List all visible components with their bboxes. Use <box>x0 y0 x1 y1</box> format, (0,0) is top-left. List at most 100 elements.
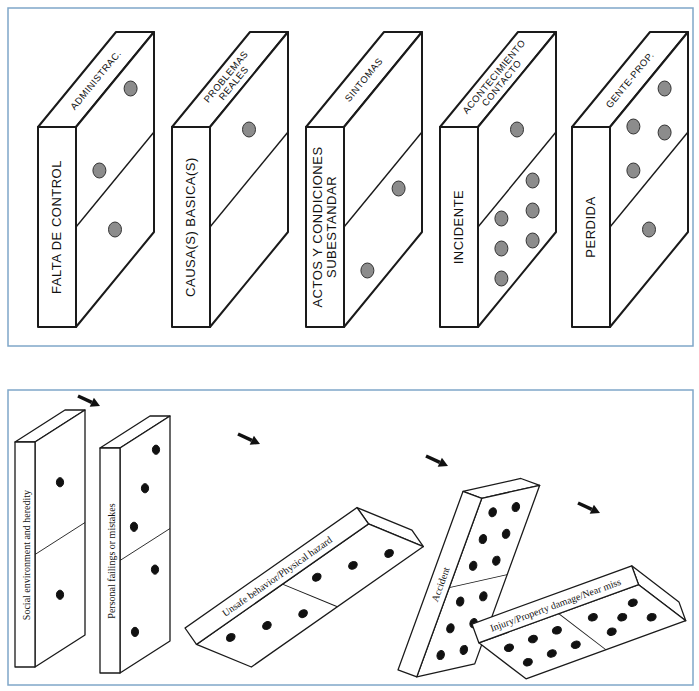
domino-divider <box>449 557 507 604</box>
domino-pip <box>361 263 374 278</box>
domino-pip <box>109 222 122 237</box>
domino-pip <box>495 271 508 286</box>
arrow-shaft <box>578 503 592 509</box>
domino-face <box>572 127 610 327</box>
domino-pip <box>383 548 395 559</box>
domino-face <box>120 416 170 673</box>
domino-label: INCIDENTE <box>452 190 466 265</box>
arrow-shaft <box>426 456 440 462</box>
domino-pip <box>511 502 521 513</box>
label-slot: INCIDENTE <box>443 133 475 321</box>
domino-pip <box>93 163 106 178</box>
domino-pip <box>151 565 158 574</box>
domino-face <box>610 32 688 327</box>
domino-pip <box>491 555 501 566</box>
domino-face <box>35 410 85 667</box>
domino-divider <box>120 529 170 561</box>
domino-face <box>15 442 35 667</box>
domino-face <box>100 448 120 673</box>
domino-pip <box>570 640 581 650</box>
domino-label: FALTA DE CONTROL <box>50 160 64 294</box>
domino-pip <box>297 608 309 619</box>
domino-face <box>440 127 478 327</box>
domino-pip <box>468 560 478 571</box>
domino-pip <box>551 625 562 635</box>
domino-pip <box>643 222 656 237</box>
domino-pip <box>131 627 138 636</box>
domino-pip <box>478 533 488 544</box>
domino-pip <box>627 119 640 134</box>
label-slot: FALTA DE CONTROL <box>41 133 73 321</box>
domino-divider <box>282 566 337 625</box>
domino: FALTA DE CONTROLADMINISTRAC. <box>38 32 154 327</box>
label-slot: CAUSA(S) BASICA(S) <box>175 133 207 321</box>
domino-divider <box>559 603 606 661</box>
domino-pip <box>527 634 538 644</box>
domino-pip <box>56 590 63 599</box>
domino-face <box>38 127 76 327</box>
domino-pip <box>526 173 539 188</box>
sequence-arrow <box>578 503 600 514</box>
domino-shape <box>185 489 423 685</box>
domino-pip <box>488 507 498 518</box>
sequence-arrow <box>238 434 260 445</box>
domino-pip <box>459 644 469 655</box>
domino-pip <box>455 596 465 607</box>
domino-pip <box>152 445 159 454</box>
domino-label: PERDIDA <box>584 196 598 257</box>
domino-label: ACTOS Y CONDICIONES SUBESTANDAR <box>311 133 340 321</box>
domino-pip <box>243 122 256 137</box>
domino-pip <box>347 560 359 571</box>
domino-divider <box>478 132 556 227</box>
domino: Personal failings or mistakes <box>100 416 170 673</box>
domino-pip <box>627 598 638 608</box>
domino-pip <box>658 81 671 96</box>
domino-label: Social environment and heredity <box>20 489 31 619</box>
domino-face <box>306 127 344 327</box>
domino-face <box>344 32 422 327</box>
domino: Social environment and heredity <box>15 410 85 667</box>
domino-divider <box>76 132 154 227</box>
label-slot: ACTOS Y CONDICIONES SUBESTANDAR <box>309 133 341 321</box>
domino: CAUSA(S) BASICA(S)PROBLEMAS REALES <box>172 32 288 327</box>
arrow-head <box>438 458 448 467</box>
arrow-head <box>90 398 100 407</box>
domino-pip <box>225 632 237 643</box>
domino: ACTOS Y CONDICIONES SUBESTANDARSINTOMAS <box>306 32 422 327</box>
domino-pip <box>501 528 511 539</box>
domino-face <box>172 127 210 327</box>
domino-pip <box>503 643 514 653</box>
domino-pip <box>124 81 137 96</box>
domino-divider <box>344 132 422 227</box>
domino-label: Personal failings or mistakes <box>105 503 116 618</box>
domino-pip <box>311 572 323 583</box>
domino-face <box>398 491 482 676</box>
domino-pip <box>392 181 405 196</box>
domino-face <box>472 566 639 643</box>
domino-pip <box>526 203 539 218</box>
domino-pip <box>495 211 508 226</box>
domino-divider <box>610 132 688 227</box>
arrow-shaft <box>78 396 92 402</box>
label-slot: Social environment and heredity <box>17 447 33 662</box>
domino-pip <box>522 657 533 667</box>
domino-pip <box>606 627 617 637</box>
label-slot: PERDIDA <box>575 133 607 321</box>
domino-pip <box>56 478 63 487</box>
domino-pip <box>627 163 640 178</box>
domino-pip <box>646 612 657 622</box>
domino-pip <box>445 623 455 634</box>
panel-frame <box>8 8 693 346</box>
domino-pip <box>141 484 148 493</box>
domino-divider <box>35 523 85 555</box>
domino-pip <box>658 125 671 140</box>
domino-pip <box>436 650 446 661</box>
domino-pip <box>526 233 539 248</box>
domino: Unsafe behavior/Physical hazard <box>185 489 423 685</box>
domino: INCIDENTEACONTECIMIENTO CONTACTO <box>440 32 556 327</box>
domino-pip <box>495 241 508 256</box>
domino-face <box>185 508 368 645</box>
domino-pip <box>261 620 273 631</box>
arrow-head <box>250 436 260 445</box>
